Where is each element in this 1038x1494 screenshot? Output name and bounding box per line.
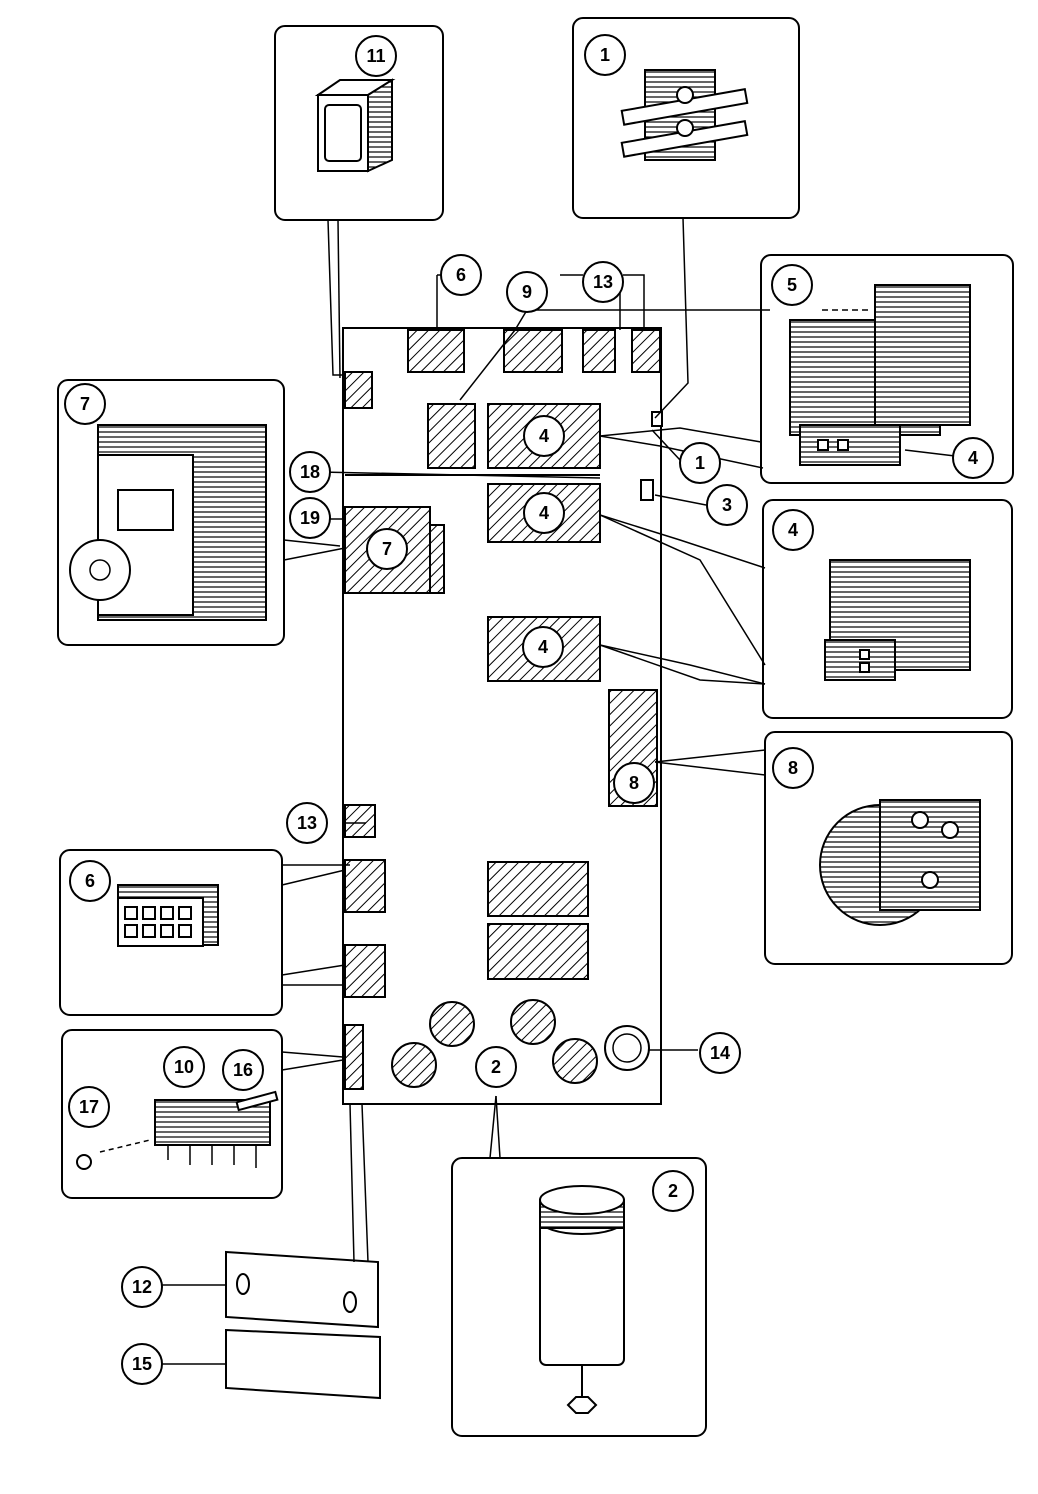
callout-4-b: 4 [523, 492, 565, 534]
callout-14: 14 [699, 1032, 741, 1074]
svg-text:9: 9 [522, 282, 532, 302]
callout-7-main: 7 [366, 528, 408, 570]
svg-text:13: 13 [297, 813, 317, 833]
part-top-9 [503, 329, 563, 373]
callout-6-detail: 6 [69, 860, 111, 902]
svg-text:12: 12 [132, 1277, 152, 1297]
part-top-13 [582, 329, 616, 373]
callout-8-main: 8 [613, 762, 655, 804]
svg-text:4: 4 [539, 503, 549, 523]
block-lower-a [487, 861, 589, 917]
cap-circle-3 [391, 1042, 437, 1088]
callout-9: 9 [506, 271, 548, 313]
callout-4-detail-a: 4 [952, 437, 994, 479]
svg-text:7: 7 [80, 394, 90, 414]
callout-6-top: 6 [440, 254, 482, 296]
svg-text:1: 1 [695, 453, 705, 473]
callout-4-c: 4 [522, 626, 564, 668]
svg-text:18: 18 [300, 462, 320, 482]
callout-3: 3 [706, 484, 748, 526]
connector-6-a [344, 859, 386, 913]
callout-2-main: 2 [475, 1046, 517, 1088]
svg-text:6: 6 [456, 265, 466, 285]
svg-text:4: 4 [788, 520, 798, 540]
svg-text:19: 19 [300, 508, 320, 528]
callout-16: 16 [222, 1049, 264, 1091]
terminal-10-mount [344, 1024, 364, 1090]
cap-circle-4 [552, 1038, 598, 1084]
svg-text:10: 10 [174, 1057, 194, 1077]
detail-box-8 [654, 731, 1013, 965]
part-13-side [344, 804, 376, 838]
detail-box-1 [572, 17, 800, 419]
svg-text:7: 7 [382, 539, 392, 559]
svg-text:8: 8 [629, 773, 639, 793]
plate-12 [225, 1103, 379, 1329]
callout-15: 15 [121, 1343, 163, 1385]
svg-text:11: 11 [366, 46, 385, 66]
callout-18: 18 [289, 451, 331, 493]
callout-10: 10 [163, 1046, 205, 1088]
part-top-right [631, 329, 661, 373]
callout-19: 19 [289, 497, 331, 539]
detail-box-11 [274, 25, 444, 379]
cap-circle-1 [429, 1001, 475, 1047]
detail-box-5 [599, 254, 1014, 484]
callout-1-top: 1 [584, 34, 626, 76]
svg-text:2: 2 [491, 1057, 501, 1077]
svg-text:4: 4 [539, 426, 549, 446]
callout-2-detail: 2 [652, 1170, 694, 1212]
callout-4-a: 4 [523, 415, 565, 457]
detail-box-7 [57, 379, 346, 646]
callout-8-detail: 8 [772, 747, 814, 789]
svg-text:4: 4 [538, 637, 548, 657]
detail-box-4 [599, 499, 1013, 719]
block-lower-b [487, 923, 589, 980]
svg-text:14: 14 [710, 1043, 730, 1063]
detail-box-2 [451, 1095, 707, 1437]
svg-text:1: 1 [600, 45, 610, 65]
relay-left-block [427, 403, 476, 469]
svg-text:8: 8 [788, 758, 798, 778]
callout-4-detail-b: 4 [772, 509, 814, 551]
connector-6-b [344, 944, 386, 998]
callout-17: 17 [68, 1086, 110, 1128]
svg-text:13: 13 [593, 272, 613, 292]
timer-7-side [429, 524, 445, 594]
svg-text:15: 15 [132, 1354, 152, 1374]
callout-7-detail: 7 [64, 383, 106, 425]
connector-top-6 [407, 329, 465, 373]
svg-text:2: 2 [668, 1181, 678, 1201]
callout-5: 5 [771, 264, 813, 306]
callout-12: 12 [121, 1266, 163, 1308]
svg-text:6: 6 [85, 871, 95, 891]
svg-text:17: 17 [79, 1097, 99, 1117]
svg-text:5: 5 [787, 275, 797, 295]
svg-text:16: 16 [233, 1060, 253, 1080]
cap-circle-2 [510, 999, 556, 1045]
detail-box-6 [59, 849, 350, 1016]
callout-13-side: 13 [286, 802, 328, 844]
callout-1-mid: 1 [679, 442, 721, 484]
switch-mount [344, 371, 373, 409]
callout-13-top: 13 [582, 261, 624, 303]
label-15 [225, 1328, 381, 1400]
grommet-14 [604, 1025, 650, 1071]
svg-text:3: 3 [722, 495, 732, 515]
callouts: 11 1 6 9 13 5 4 7 4 1 18 3 4 19 4 7 4 8 … [64, 34, 994, 1385]
svg-text:4: 4 [968, 448, 978, 468]
control-panel [342, 327, 663, 1105]
callout-11: 11 [355, 35, 397, 77]
